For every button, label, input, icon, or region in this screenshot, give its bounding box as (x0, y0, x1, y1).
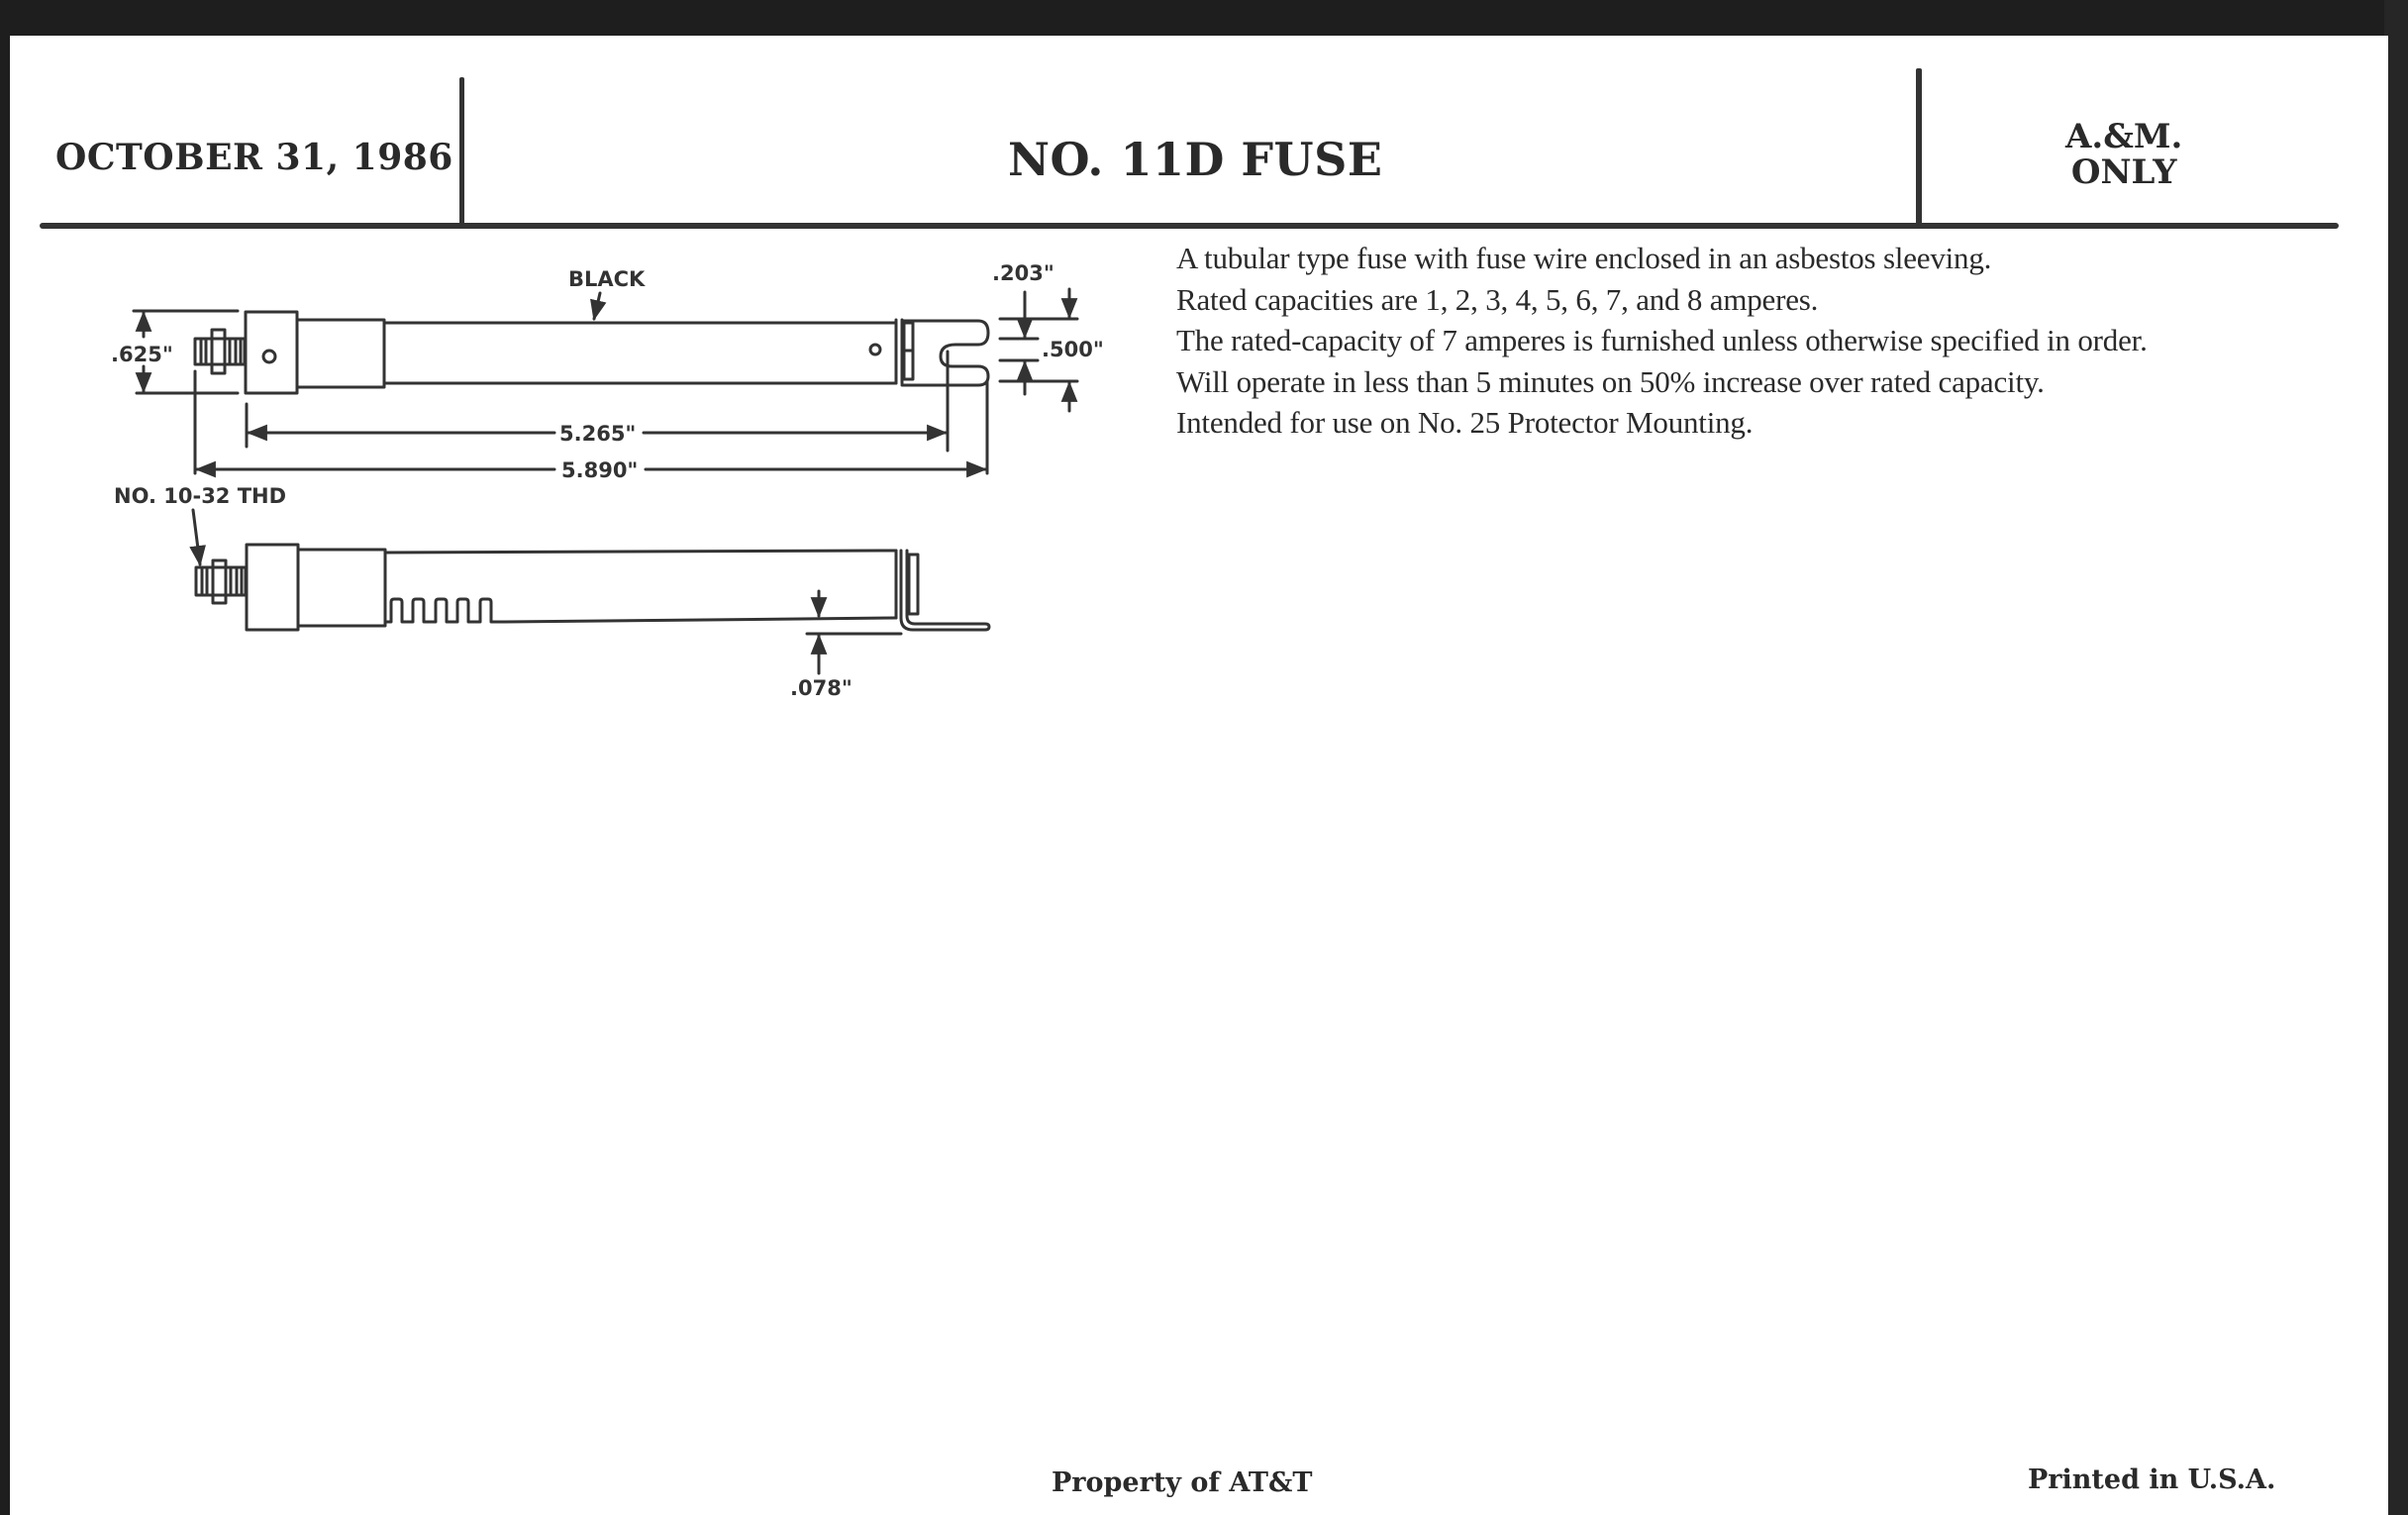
footer-property: Property of AT&T (1052, 1467, 1313, 1498)
label-clip-width: .500" (1042, 338, 1104, 361)
u-clip (900, 319, 990, 387)
restriction-line-2: ONLY (2070, 152, 2177, 192)
fuse-wire-sleeve (383, 597, 898, 624)
label-thread: NO. 10-32 THD (114, 484, 286, 508)
issue-date: OCTOBER 31, 1986 (55, 137, 453, 178)
cap-hole (261, 349, 277, 364)
description: A tubular type fuse with fuse wire enclo… (1176, 238, 2148, 444)
label-black: BLACK (568, 267, 646, 291)
label-overall-length: 5.890" (561, 458, 638, 482)
restriction-note: A.&M. ONLY (2065, 119, 2182, 190)
label-clip-thickness: .078" (790, 676, 853, 700)
restriction-line-1: A.&M. (2065, 117, 2183, 156)
body-hole (868, 343, 882, 356)
clip-tab (899, 549, 991, 632)
description-line: The rated-capacity of 7 amperes is furni… (1176, 323, 2148, 357)
footer-printed: Printed in U.S.A. (2028, 1464, 2276, 1495)
page-title: NO. 11D FUSE (1008, 133, 1383, 186)
header-rule (40, 223, 2339, 229)
label-body-length: 5.265" (559, 422, 636, 446)
hex-nut (211, 558, 228, 605)
spec-sheet (10, 36, 2388, 1515)
label-clip-gap: .203" (992, 261, 1054, 285)
scan-border (2384, 0, 2408, 1515)
ferrule (296, 548, 387, 628)
description-line: Intended for use on No. 25 Protector Mou… (1176, 405, 1754, 440)
description-line: A tubular type fuse with fuse wire enclo… (1176, 241, 1992, 275)
end-cap (244, 310, 299, 395)
fuse-side-view (189, 508, 991, 675)
description-line: Rated capacities are 1, 2, 3, 4, 5, 6, 7… (1176, 281, 1819, 317)
fuse-top-view (132, 287, 1079, 478)
hex-nut (210, 328, 227, 375)
header-divider-right (1916, 68, 1922, 227)
label-diameter: .625" (111, 343, 173, 366)
fuse-drawing: BLACK .625" .203" .500" 5.265" 5.890" NO… (111, 261, 1104, 700)
description-line: Will operate in less than 5 minutes on 5… (1176, 363, 2045, 399)
header-divider-left (459, 77, 464, 228)
end-cap (245, 543, 300, 632)
ferrule (295, 318, 386, 389)
